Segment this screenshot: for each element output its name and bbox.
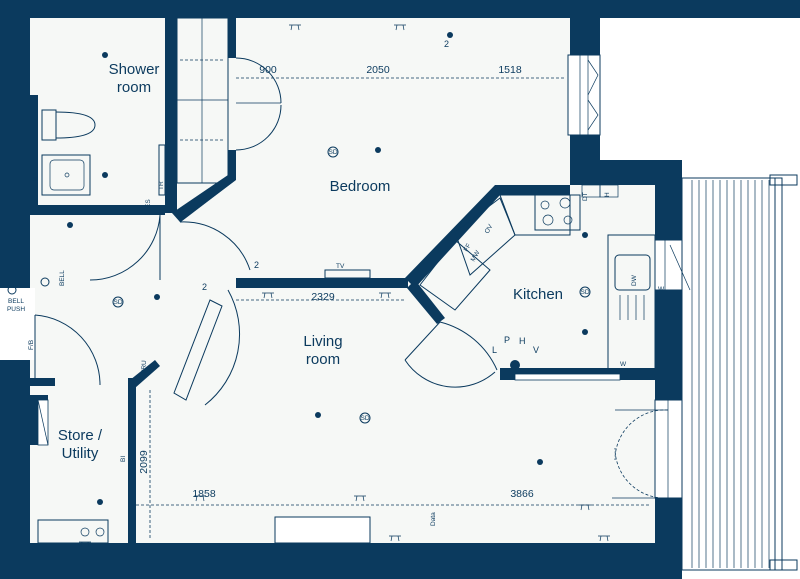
fuse-board-label: F/B <box>28 340 35 350</box>
socket-icon <box>354 495 366 502</box>
socket-icon <box>394 24 406 31</box>
bell-push-icon <box>7 285 17 295</box>
socket-icon <box>194 495 206 502</box>
smoke-detector-icon: SD <box>112 296 124 308</box>
socket-icon <box>529 187 541 194</box>
switch-label: 2 <box>202 282 207 292</box>
smoke-detector-label: SD <box>360 415 369 422</box>
room-label-living-2: room <box>306 351 340 368</box>
bell-icon <box>40 277 50 287</box>
bell-push-label-2: PUSH <box>7 306 25 313</box>
dt-label: DT <box>582 192 589 201</box>
towel-rail-label: TR <box>158 181 165 190</box>
toilet <box>41 109 96 141</box>
washer-label: W <box>620 361 627 368</box>
room-label-bedroom: Bedroom <box>330 178 391 195</box>
balcony <box>681 174 798 571</box>
store-fittings <box>37 399 109 544</box>
dishwasher-label: DW <box>631 274 638 286</box>
switch-label: 2 <box>444 39 449 49</box>
vru-label: VRU <box>141 360 148 374</box>
kitchen-units <box>419 184 656 371</box>
balcony-slats <box>691 180 770 568</box>
smoke-detector-icon: SD <box>327 146 339 158</box>
smoke-detector-label: SD <box>113 299 122 306</box>
tv-label: TV <box>336 263 345 270</box>
smoke-detector-label: SD <box>328 149 337 156</box>
room-label-shower-1: Shower <box>109 61 160 78</box>
dimension-living-height: 2099 <box>138 450 150 474</box>
ml-label: M L <box>32 171 39 182</box>
washer-label: W <box>658 286 665 293</box>
dimension-bedroom-b: 2050 <box>366 64 390 76</box>
smoke-detector-icon: SD <box>579 286 591 298</box>
basin <box>41 154 91 196</box>
data-point-label: Data <box>430 512 437 526</box>
bi-label: BI <box>120 456 127 462</box>
bell-push-label-1: BELL <box>8 298 24 305</box>
room-label-shower-2: room <box>117 79 151 96</box>
dimension-bedroom-c: 1518 <box>498 64 522 76</box>
floor-area <box>30 18 680 543</box>
oven-label: OV <box>484 223 495 235</box>
socket-icon <box>262 292 274 299</box>
kitchen-window <box>654 239 691 291</box>
control-panel-icon <box>510 360 520 370</box>
socket-icon <box>598 535 610 542</box>
room-label-store-1: Store / <box>58 427 103 444</box>
balcony-door <box>612 399 683 499</box>
socket-marks <box>79 24 610 548</box>
switch-label: 2 <box>254 260 259 270</box>
dimension-living-left: 1858 <box>192 488 216 500</box>
room-label-living-1: Living <box>303 333 342 350</box>
dimension-lines <box>136 77 650 540</box>
radiator <box>274 269 621 544</box>
bell-label: BELL <box>59 270 66 286</box>
smoke-detectors: SD SD SD SD <box>112 146 591 424</box>
fridge-freezer-label: FF <box>463 243 473 253</box>
dimension-living-right: 3866 <box>510 488 534 500</box>
dimension-bedroom-a: 900 <box>259 64 277 76</box>
ceiling-fixtures <box>67 32 588 505</box>
smoke-detector-icon: SD <box>359 412 371 424</box>
panel-label-l: L <box>492 345 497 355</box>
wardrobe <box>176 17 229 184</box>
dimension-living-top: 2329 <box>311 291 335 303</box>
towel-rail <box>158 144 166 196</box>
smoke-detector-label: SD <box>580 289 589 296</box>
room-label-kitchen: Kitchen <box>513 286 563 303</box>
socket-icon <box>289 24 301 31</box>
room-label-store-2: Utility <box>62 445 99 462</box>
panel-label-p: P <box>504 335 510 345</box>
socket-icon <box>379 292 391 299</box>
socket-icon <box>79 541 91 548</box>
es-label: ES <box>145 199 152 208</box>
panel-label-h: H <box>519 336 526 346</box>
bedroom-window <box>567 54 601 136</box>
panel-label-v: V <box>533 345 539 355</box>
hob-label: H <box>604 192 611 197</box>
doors <box>34 57 498 406</box>
socket-icon <box>389 535 401 542</box>
socket-icon <box>579 504 591 511</box>
